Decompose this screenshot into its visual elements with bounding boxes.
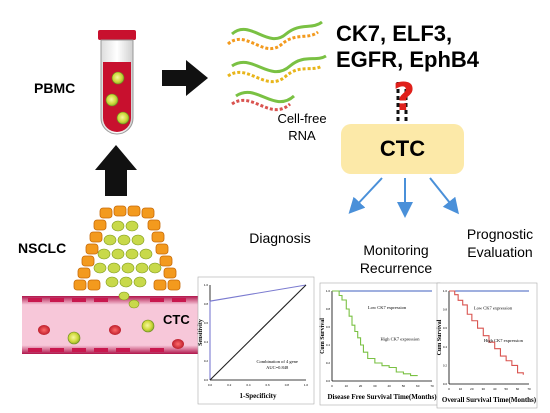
pbmc-label: PBMC xyxy=(34,80,76,96)
ctc-box: CTC xyxy=(341,124,464,174)
chart-0-ytick: 0.0 xyxy=(204,378,209,382)
ctc-vessel-label: CTC xyxy=(163,312,190,327)
blood-tube xyxy=(98,30,136,135)
question-mark: ? xyxy=(393,75,416,119)
chart-0-annotation: Combination of 4 gene xyxy=(257,359,298,364)
chart-1-annotation: Low CK7 expression xyxy=(368,305,407,310)
prognostic-label-line2: Evaluation xyxy=(467,244,533,260)
chart-1-xtick: 20 xyxy=(359,384,363,388)
chart-1-ytick: 0.6 xyxy=(326,325,331,329)
chart-2-xtick: 40 xyxy=(493,387,497,391)
chart-0-ytick: 1.0 xyxy=(204,283,209,287)
chart-2-frame xyxy=(436,282,538,409)
chart-2-ytick: 0.2 xyxy=(443,363,448,367)
chart-0-ytick: 0.6 xyxy=(204,321,209,325)
chart-0-xtick: 1.0 xyxy=(304,383,309,387)
chart-1-xlabel: Disease Free Survival Time(Months) xyxy=(327,393,437,401)
chart-1-ytick: 1.0 xyxy=(326,289,331,293)
chart-1-xtick: 30 xyxy=(373,384,377,388)
chart-2-ytick: 0.0 xyxy=(443,382,448,386)
chart-1-frame xyxy=(319,282,441,406)
chart-2-xlabel: Overall Survival Time(Months) xyxy=(442,396,537,404)
chart-0-xtick: 0.4 xyxy=(246,383,251,387)
chart-1-ylabel: Cum Survival xyxy=(320,318,326,354)
chart-0-ytick: 0.2 xyxy=(204,359,209,363)
chart-0-frame xyxy=(197,276,315,405)
chart-2-ytick: 0.6 xyxy=(443,326,448,330)
chart-0-xtick: 0.6 xyxy=(266,383,271,387)
chart-2-xtick: 70 xyxy=(527,387,531,391)
chart-2-ylabel: Cum Survival xyxy=(437,319,443,355)
prognostic-label-line1: Prognostic xyxy=(466,226,534,242)
chart-1-ytick: 0.8 xyxy=(326,307,331,311)
chart-2-xtick: 30 xyxy=(482,387,486,391)
chart-1-ytick: 0.2 xyxy=(326,361,331,365)
chart-1-xtick: 70 xyxy=(430,384,434,388)
arrow-up-to-tube xyxy=(95,145,137,196)
chart-2-annotation: High CK7 expression xyxy=(484,338,524,343)
gene-list-line1: CK7, ELF3, xyxy=(336,21,453,46)
chart-0-ytick: 0.8 xyxy=(204,302,209,306)
chart-2-ytick: 1.0 xyxy=(443,289,448,293)
chart-0-xlabel: 1-Specificity xyxy=(240,392,277,400)
ctc-box-label: CTC xyxy=(379,136,426,161)
chart-1-ytick: 0.4 xyxy=(326,343,331,347)
chart-2-ytick: 0.8 xyxy=(443,308,448,312)
monitoring-label-line1: Monitoring xyxy=(363,242,429,258)
chart-2-xtick: 10 xyxy=(459,387,463,391)
chart-1-xtick: 40 xyxy=(387,384,391,388)
blue-arrows xyxy=(348,177,459,218)
cell-free-rna-label: Cell-free RNA xyxy=(277,111,327,143)
chart-2-xtick: 20 xyxy=(470,387,474,391)
chart-2-series-1 xyxy=(449,290,524,375)
nsclc-label: NSCLC xyxy=(18,240,67,256)
diagnosis-label: Diagnosis xyxy=(249,230,311,246)
chart-0-series-1 xyxy=(209,284,307,381)
chart-0-xtick: 0.2 xyxy=(227,383,232,387)
chart-2-xtick: 0 xyxy=(448,387,450,391)
chart-1-annotation: High CK7 expression xyxy=(381,337,421,342)
chart-1-series-1 xyxy=(332,290,418,377)
arrow-to-rna xyxy=(162,60,208,96)
chart-2-xtick: 60 xyxy=(516,387,520,391)
chart-0-series-0 xyxy=(209,284,307,380)
chart-1-ytick: 0.0 xyxy=(326,379,331,383)
chart-1-xtick: 60 xyxy=(416,384,420,388)
chart-2-xtick: 50 xyxy=(504,387,508,391)
tumor xyxy=(73,205,181,309)
chart-0-ytick: 0.4 xyxy=(204,340,209,344)
chart-0-xtick: 0.0 xyxy=(208,383,213,387)
chart-0-xtick: 0.8 xyxy=(285,383,290,387)
chart-1-xtick: 10 xyxy=(345,384,349,388)
chart-2-ytick: 0.4 xyxy=(443,345,448,349)
monitoring-label-line2: Recurrence xyxy=(359,260,433,276)
chart-1-xtick: 0 xyxy=(331,384,333,388)
gene-list-line2: EGFR, EphB4 xyxy=(336,47,480,72)
chart-2-annotation: Low CK7 expression xyxy=(474,306,513,311)
blood-vessel xyxy=(22,296,202,354)
chart-1-xtick: 50 xyxy=(402,384,406,388)
chart-0-ylabel: Sensitivity xyxy=(198,319,204,346)
rna-strands xyxy=(227,20,327,112)
chart-0-annotation: AUC=0.848 xyxy=(266,365,289,370)
